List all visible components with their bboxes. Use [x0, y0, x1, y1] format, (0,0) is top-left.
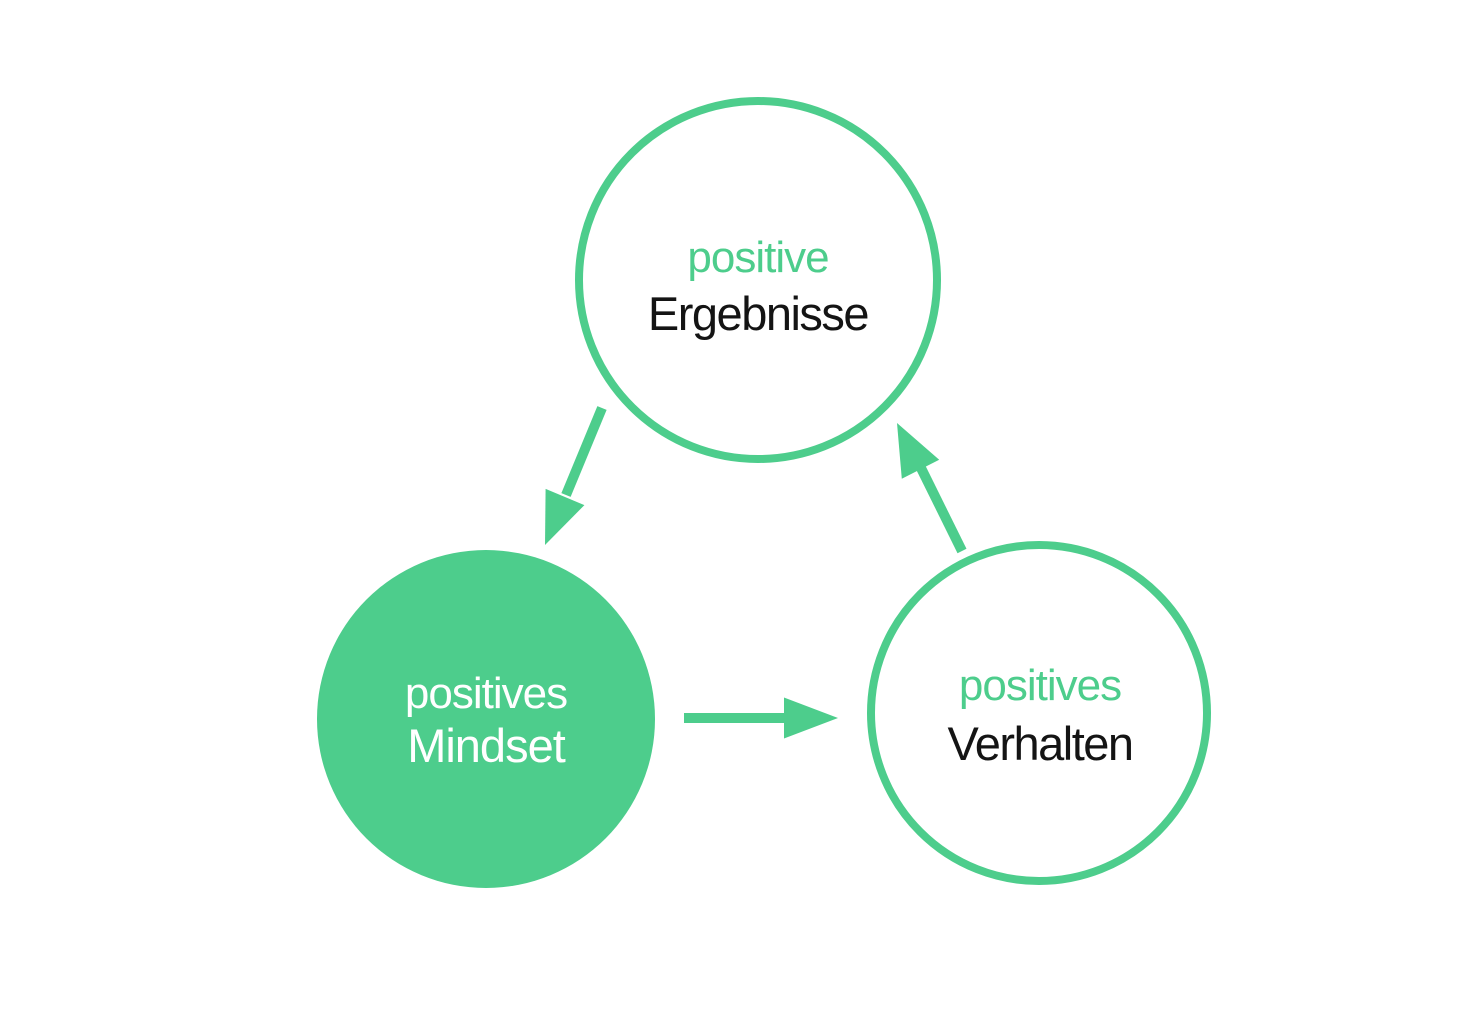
verhalten-label-line1: positives — [959, 661, 1121, 710]
arrow-shaft — [916, 465, 967, 554]
node-ergebnisse: positive Ergebnisse — [575, 97, 941, 463]
arrow-verhalten-to-ergebnisse-icon — [897, 423, 967, 554]
arrow-ergebnisse-to-mindset-icon — [545, 406, 607, 545]
arrow-head — [784, 697, 838, 739]
ergebnisse-circle — [575, 97, 941, 463]
ergebnisse-label-line2: Ergebnisse — [648, 287, 868, 340]
arrow-head — [897, 423, 940, 479]
node-verhalten: positives Verhalten — [867, 541, 1211, 885]
mindset-label-line1: positives — [405, 669, 567, 718]
mindset-label-line2: Mindset — [407, 719, 566, 772]
verhalten-label-line2: Verhalten — [947, 717, 1132, 770]
arrow-mindset-to-verhalten-icon — [684, 697, 838, 739]
node-mindset: positives Mindset — [317, 550, 655, 888]
verhalten-circle — [867, 541, 1211, 885]
mindset-circle — [317, 550, 655, 888]
ergebnisse-label-line1: positive — [687, 233, 828, 282]
arrow-head — [545, 488, 585, 545]
arrow-shaft — [561, 406, 607, 497]
